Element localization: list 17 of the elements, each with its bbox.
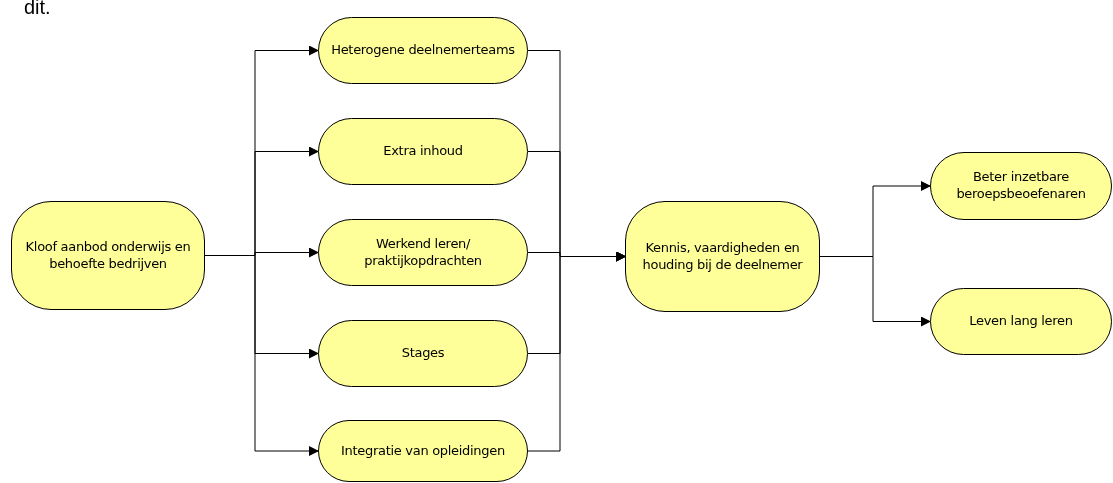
text-fragment: dit. [24, 0, 51, 19]
node-text: Leven lang leren [969, 313, 1073, 330]
node-text: Heterogene deelnemerteams [331, 42, 515, 59]
connector-arrow [819, 256, 931, 327]
node-text: Beter inzetbare beroepsbeoefenaren [955, 169, 1087, 203]
connector-arrow [527, 251, 626, 452]
node-text: Extra inhoud [383, 143, 463, 160]
process-box [930, 288, 1112, 355]
node-text: Werkend leren/ praktijkopdrachten [363, 235, 483, 270]
node-text: Kennis, vaardigheden en houding bij de deelnemer [641, 239, 804, 274]
process-box [625, 201, 820, 312]
process-box [930, 152, 1112, 220]
node-text: Kloof aanbod onderwijs en behoefte bedrijven [24, 238, 192, 273]
connector-arrow [204, 255, 319, 456]
process-box [11, 201, 205, 310]
node-text: Integratie van opleidingen [341, 442, 505, 460]
node-text: Stages [401, 345, 445, 362]
